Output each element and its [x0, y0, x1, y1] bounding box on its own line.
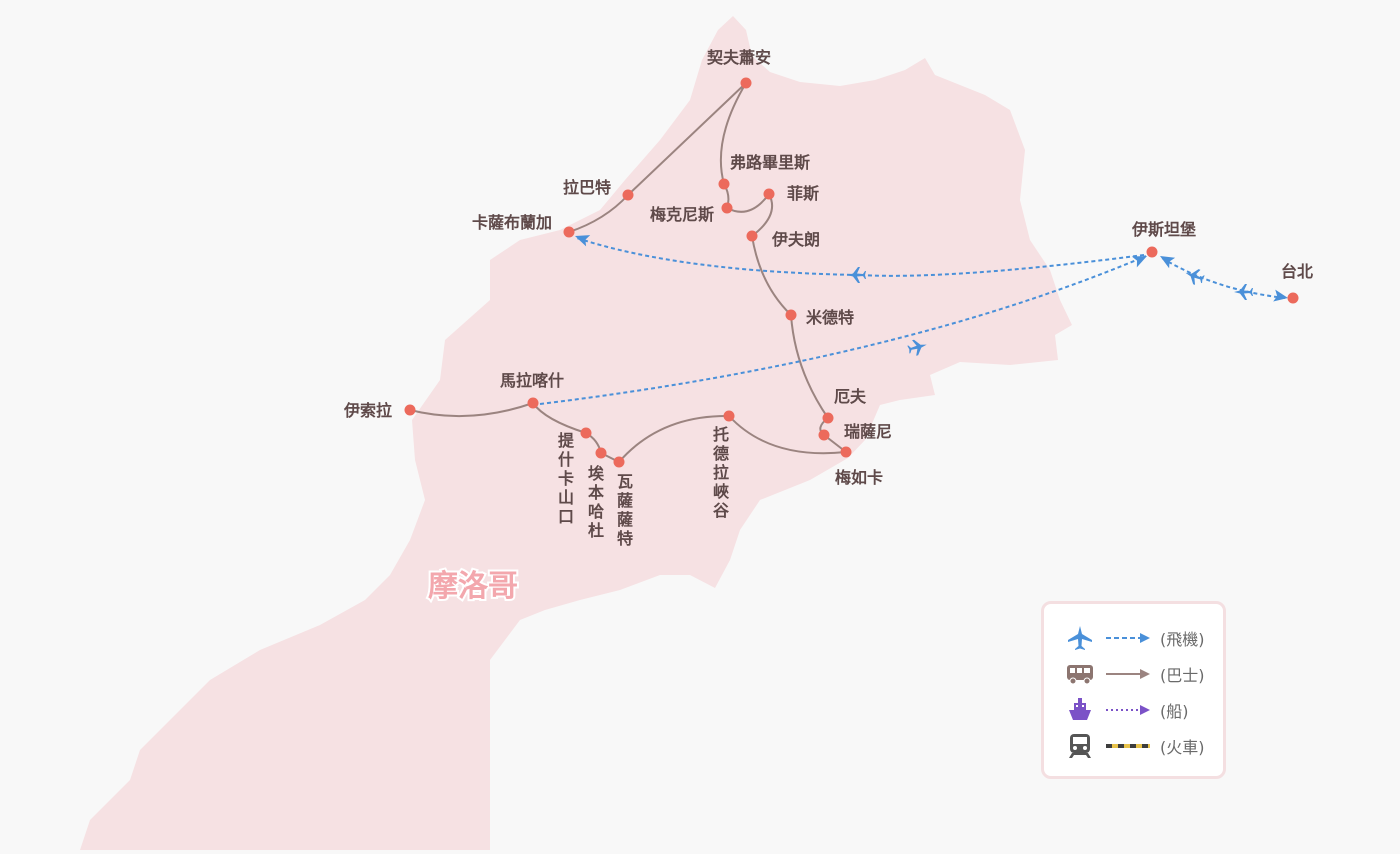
city-label-todra: 托德拉峽谷 — [713, 425, 730, 520]
flight-route-layer — [539, 235, 1288, 405]
city-dot-istanbul[interactable] — [1146, 246, 1158, 258]
legend-item-airplane: (飛機) — [1064, 624, 1205, 652]
airplane-icon — [1185, 269, 1205, 285]
city-dot-ifrane[interactable] — [746, 230, 758, 242]
city-label-casablanca: 卡薩布蘭加 — [472, 213, 552, 232]
city-label-ouarzazate: 瓦薩薩特 — [617, 472, 633, 548]
city-dot-ait_benhaddou[interactable] — [595, 447, 607, 459]
city-label-midelt: 米德特 — [806, 308, 854, 327]
airplane-icon — [1234, 284, 1253, 300]
flight-arrowhead — [1273, 289, 1288, 302]
flight-route-taipei-istanbul — [1161, 257, 1286, 299]
land-morocco — [80, 16, 1072, 850]
city-label-erfoud: 厄夫 — [834, 387, 867, 406]
legend-item-train: (火車) — [1064, 732, 1205, 760]
train-icon — [1064, 732, 1096, 760]
flight-arrowhead — [1160, 256, 1176, 269]
city-dot-midelt[interactable] — [785, 309, 797, 321]
legend-item-bus: (巴士) — [1064, 660, 1205, 688]
city-dot-volubilis[interactable] — [718, 178, 730, 190]
city-label-merzouga: 梅如卡 — [835, 468, 883, 487]
city-label-ifrane: 伊夫朗 — [771, 230, 820, 249]
legend-label: (飛機) — [1160, 630, 1205, 649]
ship-icon — [1064, 696, 1096, 724]
city-label-tizi_ntichka: 提什卡山口 — [558, 431, 575, 526]
airplane-icon — [1064, 624, 1096, 652]
city-dot-essaouira[interactable] — [404, 404, 416, 416]
airplane-icon — [847, 267, 866, 283]
flight-arrowhead — [1131, 256, 1147, 268]
city-label-rissani: 瑞薩尼 — [844, 422, 892, 441]
city-dot-chefchaouen[interactable] — [740, 77, 752, 89]
city-label-meknes: 梅克尼斯 — [650, 205, 714, 224]
legend-label: (巴士) — [1160, 666, 1205, 685]
flight-route-marrakech-istanbul — [539, 255, 1147, 405]
city-label-marrakech: 馬拉喀什 — [500, 371, 564, 390]
city-dot-rabat[interactable] — [622, 189, 634, 201]
city-dot-ouarzazate[interactable] — [613, 456, 625, 468]
city-dot-layer — [404, 77, 1299, 468]
city-label-istanbul: 伊斯坦堡 — [1131, 220, 1196, 239]
city-label-essaouira: 伊索拉 — [343, 401, 392, 420]
legend: (飛機) (巴士) (船) (火車) — [1041, 601, 1226, 779]
city-label-rabat: 拉巴特 — [563, 178, 611, 197]
country-label: 摩洛哥 — [428, 569, 518, 604]
city-label-taipei: 台北 — [1281, 262, 1313, 281]
city-dot-todra[interactable] — [723, 410, 735, 422]
legend-label: (船) — [1160, 702, 1189, 721]
city-dot-tizi_ntichka[interactable] — [580, 427, 592, 439]
city-label-ait_benhaddou: 埃本哈杜 — [588, 464, 605, 540]
airplane-icon — [907, 339, 927, 356]
city-dot-erfoud[interactable] — [822, 412, 834, 424]
city-label-volubilis: 弗路畢里斯 — [730, 153, 810, 172]
city-dot-merzouga[interactable] — [840, 446, 852, 458]
legend-label: (火車) — [1160, 738, 1205, 757]
city-dot-marrakech[interactable] — [527, 397, 539, 409]
city-dot-fes[interactable] — [763, 188, 775, 200]
city-dot-meknes[interactable] — [721, 202, 733, 214]
city-dot-casablanca[interactable] — [563, 226, 575, 238]
city-label-fes: 菲斯 — [787, 184, 819, 203]
legend-item-ship: (船) — [1064, 696, 1189, 724]
city-dot-rissani[interactable] — [818, 429, 830, 441]
city-dot-taipei[interactable] — [1287, 292, 1299, 304]
flight-arrowhead — [575, 235, 591, 247]
bus-icon — [1064, 660, 1096, 688]
city-label-chefchaouen: 契夫蕭安 — [706, 48, 771, 67]
